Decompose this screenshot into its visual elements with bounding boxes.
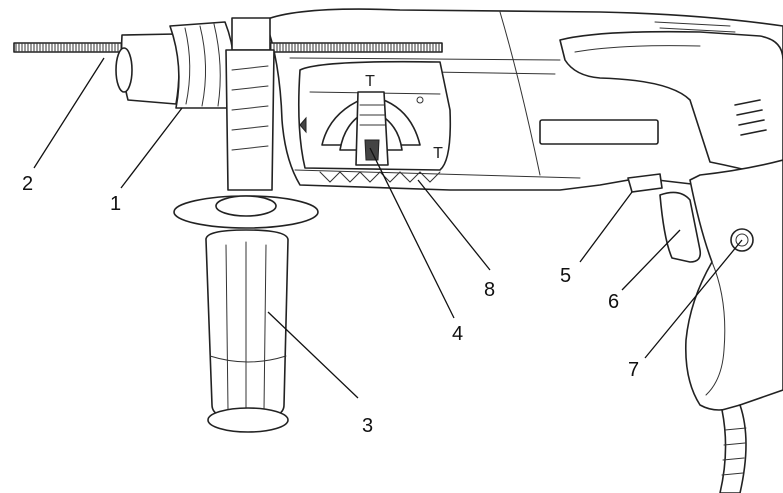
- callout-6: 6: [608, 291, 619, 313]
- leader-lines: [33, 57, 743, 399]
- callout-1: 1: [110, 193, 121, 215]
- callout-4: 4: [452, 323, 463, 345]
- callout-7: 7: [628, 359, 639, 381]
- callout-5: 5: [560, 265, 571, 287]
- symbol-right: T: [433, 145, 443, 162]
- chuck: [115, 21, 236, 109]
- function-selector: T T: [297, 60, 452, 183]
- callout-labels: 1 2 3 4 5 6 7 8: [22, 173, 639, 437]
- rear-grip: [684, 159, 783, 493]
- callout-2: 2: [22, 173, 33, 195]
- callout-3: 3: [362, 415, 373, 437]
- trigger-switch: [659, 191, 702, 263]
- symbol-left: T: [365, 73, 375, 90]
- direction-switch: [627, 173, 663, 193]
- auxiliary-handle: [173, 17, 319, 433]
- callout-8: 8: [484, 279, 495, 301]
